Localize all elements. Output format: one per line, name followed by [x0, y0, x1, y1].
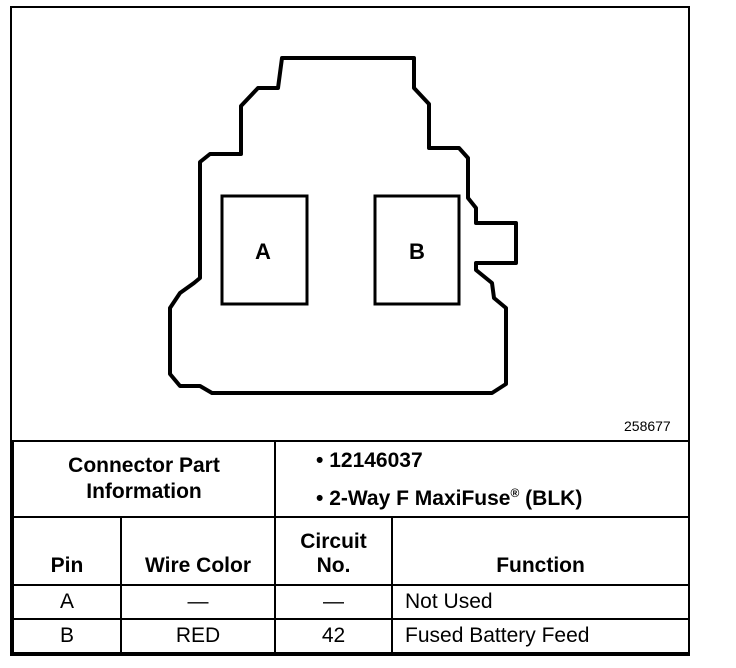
part-info-header-text: Connector Part Information — [68, 454, 220, 503]
function-cell: Fused Battery Feed — [391, 618, 691, 654]
pin-a-label: A — [255, 239, 271, 264]
col-header-circuit-line2: No. — [316, 554, 351, 577]
part-description-item: • 2-Way F MaxiFuse® (BLK) — [316, 477, 688, 515]
part-info-header: Connector Part Information — [11, 440, 277, 518]
col-header-circuit: Circuit No. — [274, 516, 394, 586]
col-header-wire-color: Wire Color — [119, 516, 277, 586]
part-info-row: Connector Part Information • 12146037 • … — [11, 440, 691, 518]
pin-a-cavity — [220, 194, 309, 306]
col-header-circuit-line1: Circuit — [300, 530, 367, 553]
registered-mark: ® — [510, 485, 520, 500]
function-cell: Not Used — [391, 584, 691, 620]
circuit-cell: 42 — [274, 618, 394, 654]
col-header-function: Function — [391, 516, 691, 586]
pin-b-label: B — [409, 239, 425, 264]
wire-color-cell: — — [119, 584, 277, 620]
connector-info-table: Connector Part Information • 12146037 • … — [11, 440, 691, 654]
part-number: 12146037 — [329, 448, 423, 472]
part-description: 2-Way F MaxiFuse — [329, 486, 511, 510]
part-color: (BLK) — [519, 486, 583, 510]
col-header-pin: Pin — [12, 516, 122, 586]
column-header-row: Pin Wire Color Circuit No. Function — [12, 516, 691, 586]
connector-drawing: A B — [168, 56, 518, 395]
bullet: • — [316, 486, 324, 510]
pin-b-cavity — [373, 194, 461, 306]
wire-color-cell: RED — [119, 618, 277, 654]
part-info-list: • 12146037 • 2-Way F MaxiFuse® (BLK) — [274, 440, 691, 518]
connector-diagram-frame: A B 258677 Connector Part Information • … — [10, 6, 691, 656]
pin-cell: A — [12, 584, 122, 620]
bullet: • — [316, 448, 324, 472]
table-row: B RED 42 Fused Battery Feed — [12, 618, 691, 654]
part-number-item: • 12146037 — [316, 444, 688, 477]
pin-cell: B — [12, 618, 122, 654]
circuit-cell: — — [274, 584, 394, 620]
reference-number: 258677 — [624, 418, 671, 434]
connector-outline — [168, 56, 518, 395]
table-row: A — — Not Used — [12, 584, 691, 620]
